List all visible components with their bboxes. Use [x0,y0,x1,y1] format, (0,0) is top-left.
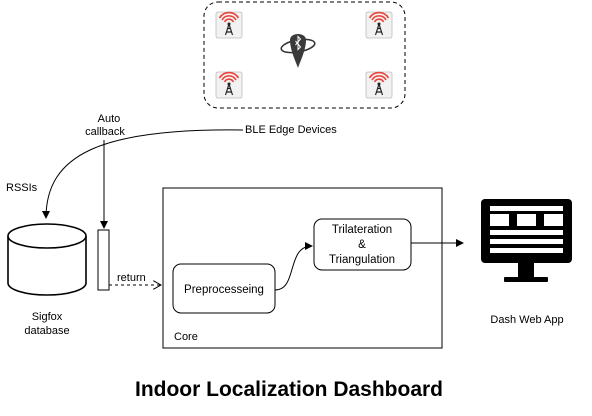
ble-beacon-tower-icon [365,11,393,39]
bluetooth-tag-icon [280,34,316,68]
trilateration-label: Triangulation [329,254,395,266]
trilateration-label: Trilateration [332,224,392,236]
callback-activation-bar [97,229,110,291]
auto-callback-label: callback [85,126,125,138]
preprocessing-box [172,263,276,314]
ble-devices-region [203,1,406,109]
sigfox-database-label: Sigfox [32,311,63,323]
dash-web-app-label: Dash Web App [490,314,563,326]
core-label: Core [174,331,198,343]
ble-edge-devices-label: BLE Edge Devices [245,124,337,136]
database-cylinder-icon [7,223,87,296]
preprocess-to-trilateration-arrow [274,242,313,291]
rssis-label: RSSIs [6,182,38,194]
preprocessing-label: Preprocesseing [184,284,264,296]
ble-beacon-tower-icon [215,71,243,99]
trilateration-box [313,218,412,271]
monitor-dashboard-icon [481,199,572,282]
diagram-title: Indoor Localization Dashboard [135,378,443,401]
ble-beacon-tower-icon [215,11,243,39]
sigfox-database-label: database [24,325,69,337]
auto-callback-label: Auto [98,113,121,125]
ble-beacon-tower-icon [365,71,393,99]
trilateration-label: & [358,239,366,251]
return-label: return [117,272,146,284]
rssi-flow-arrow [42,129,244,219]
